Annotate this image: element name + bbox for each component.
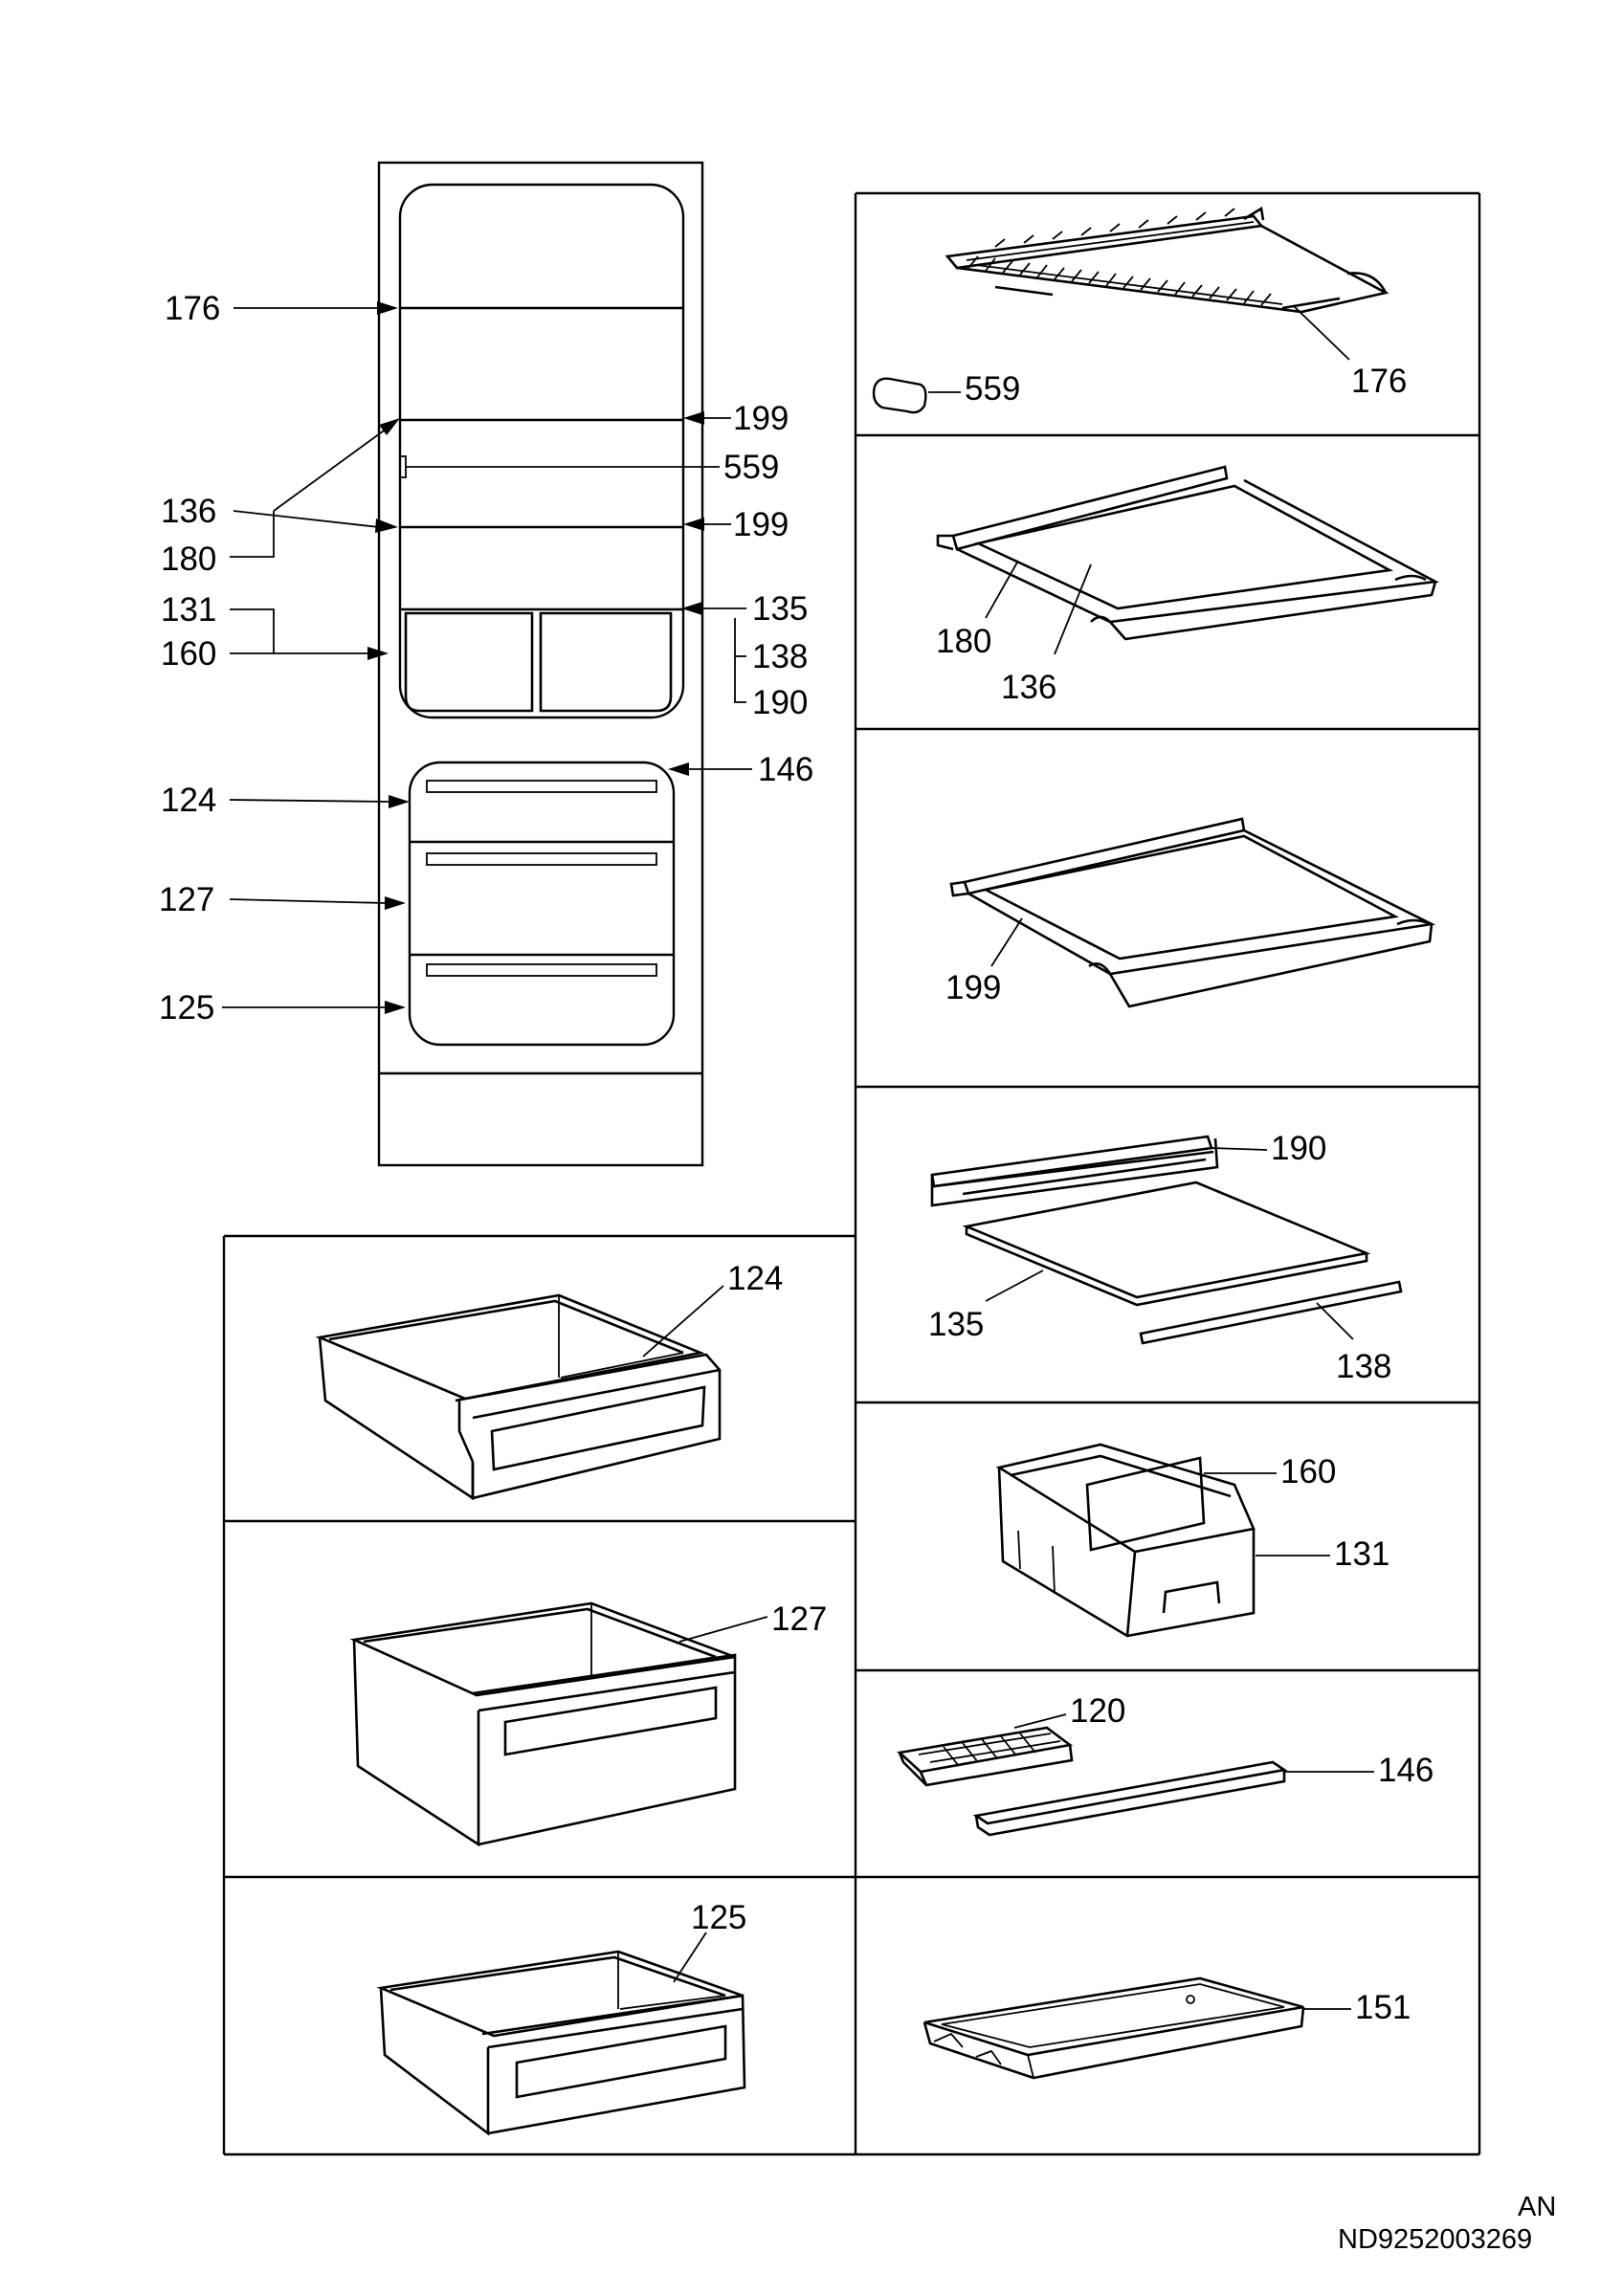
panel-wire-shelf-part: 176 <box>1351 363 1407 400</box>
footer-doc-number: ND9252003269 <box>1338 2224 1532 2255</box>
callout-176: 176 <box>165 290 220 327</box>
callout-136: 136 <box>161 493 216 530</box>
callout-138: 138 <box>752 638 808 675</box>
panel-drawer-124: 124 <box>315 1260 783 1501</box>
panel-ice-tray: 120 146 <box>897 1692 1434 1837</box>
panel-glass-shelf-frame: 180 <box>936 623 991 660</box>
panel-wire-shelf-clip: 559 <box>965 370 1020 408</box>
panel-drip-tray: 151 <box>923 1976 1411 2080</box>
fridge-overview <box>377 161 704 1167</box>
overview-left-callouts: 176 136 180 131 160 124 127 125 <box>159 290 410 1027</box>
callout-131: 131 <box>161 591 216 629</box>
panel-split-shelf: 190 135 138 <box>928 1130 1403 1385</box>
panel-split-shelf-trim: 138 <box>1336 1348 1391 1385</box>
panel-bottle-box-box: 131 <box>1334 1535 1390 1573</box>
right-panels-frame <box>854 191 1481 2154</box>
footer-lang: AN <box>1518 2192 1556 2222</box>
panel-drawer-124-part: 124 <box>727 1260 783 1297</box>
panel-glass-shelf-glass: 136 <box>1001 669 1056 706</box>
footer: AN ND9252003269 <box>1338 2192 1556 2255</box>
panel-ice-tray-strip: 146 <box>1378 1752 1434 1789</box>
overview-right-callouts: 199 559 199 135 138 190 146 <box>406 400 813 788</box>
callout-199-lower: 199 <box>733 506 789 543</box>
left-panels-frame <box>222 1234 1479 2156</box>
panel-drawer-127-part: 127 <box>771 1601 827 1638</box>
panel-shelf-199-part: 199 <box>945 969 1001 1006</box>
panel-drawer-127: 127 <box>349 1601 827 1847</box>
panel-drip-tray-part: 151 <box>1355 1989 1411 2026</box>
panel-bottle-box-divider: 160 <box>1280 1453 1336 1490</box>
panel-glass-shelf: 180 136 <box>936 465 1440 706</box>
callout-190: 190 <box>752 684 808 721</box>
callout-135: 135 <box>752 590 808 628</box>
callout-180: 180 <box>161 541 216 578</box>
panel-drawer-125-part: 125 <box>691 1899 746 1936</box>
callout-160: 160 <box>161 635 216 673</box>
panel-split-shelf-rail: 190 <box>1271 1130 1326 1167</box>
callout-559: 559 <box>723 449 779 486</box>
panel-bottle-box: 160 131 <box>995 1443 1390 1638</box>
callout-127: 127 <box>159 881 214 918</box>
callout-146: 146 <box>758 751 813 788</box>
panel-split-shelf-glass: 135 <box>928 1306 984 1343</box>
panel-shelf-199: 199 <box>945 817 1436 1008</box>
panel-ice-tray-tray: 120 <box>1070 1692 1125 1730</box>
panel-wire-shelf: 176 559 <box>872 206 1407 414</box>
callout-199-upper: 199 <box>733 400 789 437</box>
panel-drawer-125: 125 <box>376 1899 746 2136</box>
callout-124: 124 <box>161 782 216 819</box>
callout-125: 125 <box>159 989 214 1027</box>
